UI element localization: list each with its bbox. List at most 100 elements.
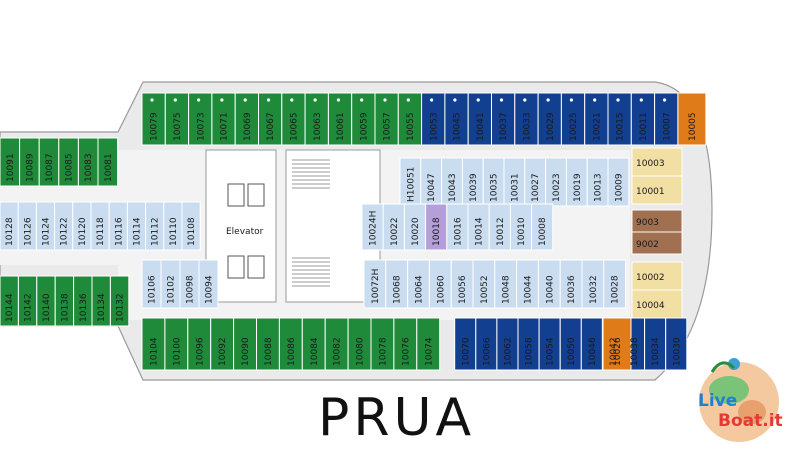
cabin-number: 10066 <box>482 337 492 366</box>
cabin-number: 10042 <box>609 337 619 366</box>
cabin-number: 10022 <box>390 217 400 246</box>
berth-icon <box>523 98 527 102</box>
cabin-number: 10124 <box>42 217 52 246</box>
cabin-number: 10024H <box>369 211 379 246</box>
cabin-number: 10071 <box>220 112 230 141</box>
cabin-10005 <box>677 92 707 146</box>
cabin-number: 10040 <box>545 275 555 304</box>
suite-10003 <box>631 147 683 177</box>
cabin-number: 10046 <box>588 337 598 366</box>
berth-icon <box>173 98 177 102</box>
berth-icon <box>406 98 410 102</box>
berth-icon <box>499 98 504 102</box>
cabin-number: 10012 <box>496 217 506 246</box>
cabin-number: 10034 <box>651 337 661 366</box>
cabin-number: 10122 <box>60 217 70 246</box>
cabin-10028 <box>603 259 627 309</box>
suite-number: 10001 <box>636 187 665 197</box>
cabin-number: 10045 <box>453 112 463 141</box>
cabin-number: 10080 <box>356 337 366 366</box>
berth-icon <box>360 98 364 102</box>
cabin-number: 10037 <box>499 112 509 141</box>
berth-icon <box>593 98 597 102</box>
cabin-number: 10015 <box>616 112 626 141</box>
cabin-number: 10075 <box>173 112 183 141</box>
cabin-number: 10019 <box>573 173 583 202</box>
cabin-number: 10058 <box>525 337 535 366</box>
cabin-number: 10064 <box>415 275 425 304</box>
cabin-number: 10053 <box>429 112 439 141</box>
cabin-number: 10136 <box>79 293 89 322</box>
cabin-10008 <box>531 203 554 251</box>
cabin-number: 10087 <box>45 153 55 182</box>
cabin-number: 10116 <box>114 217 124 246</box>
elevator-box <box>247 255 265 279</box>
cabin-number: 10104 <box>149 337 159 366</box>
cabin-number: 10144 <box>5 293 15 322</box>
cabin-number: 10039 <box>469 173 479 202</box>
cabin-10094 <box>198 259 219 309</box>
suite-number: 10003 <box>636 159 665 169</box>
cabin-number: 10030 <box>672 337 682 366</box>
berth-icon <box>663 98 667 102</box>
suite-number: 9002 <box>636 240 659 250</box>
svg-text:Boat.it: Boat.it <box>718 411 783 431</box>
cabin-number: 10068 <box>393 275 403 304</box>
suite-10002 <box>631 261 683 291</box>
cabin-number: 10057 <box>383 112 393 141</box>
berth-icon <box>197 98 201 102</box>
cabin-number: 10110 <box>169 217 179 246</box>
cabin-number: 10082 <box>333 337 343 366</box>
berth-icon <box>383 98 387 102</box>
cabin-number: 10073 <box>196 112 206 141</box>
cabin-number: 10134 <box>97 293 107 322</box>
cabin-number: 10063 <box>313 112 323 141</box>
cabin-number: 10018 <box>432 217 442 246</box>
cabin-number: 10008 <box>538 217 548 246</box>
cabin-10132 <box>109 275 130 327</box>
elevator-box <box>227 183 245 207</box>
cabin-number: 10098 <box>186 275 196 304</box>
suite-10001 <box>631 175 683 205</box>
cabin-number: 10102 <box>167 275 177 304</box>
berth-icon <box>546 98 550 102</box>
cabin-number: 10062 <box>503 337 513 366</box>
berth-icon <box>220 98 224 102</box>
berth-icon <box>569 98 574 102</box>
cabin-number: 10041 <box>476 112 486 141</box>
cabin-10026 <box>602 317 632 371</box>
cabin-number: 10086 <box>287 337 297 366</box>
cabin-number: 10083 <box>84 153 94 182</box>
cabin-10108 <box>181 201 201 251</box>
cabin-number: 10029 <box>546 112 556 141</box>
cabin-number: 10036 <box>567 275 577 304</box>
cabin-number: 10028 <box>611 275 621 304</box>
cabin-number: 10016 <box>453 217 463 246</box>
suite-9002 <box>631 231 683 255</box>
cabin-10074 <box>416 317 441 371</box>
cabin-number: 10020 <box>411 217 421 246</box>
cabin-number: 10038 <box>630 337 640 366</box>
berth-icon <box>453 98 457 102</box>
berth-icon <box>336 98 340 102</box>
cabin-number: 10048 <box>502 275 512 304</box>
berth-icon <box>430 98 434 102</box>
cabin-number: 10021 <box>592 112 602 141</box>
cabin-number: 10076 <box>401 337 411 366</box>
cabin-number: 10027 <box>531 173 541 202</box>
cabin-number: 10091 <box>6 153 16 182</box>
cabin-number: 10005 <box>688 112 698 141</box>
cabin-number: 10094 <box>205 275 215 304</box>
suite-number: 10002 <box>636 273 665 283</box>
cabin-10009 <box>607 157 630 207</box>
cabin-number: 10047 <box>427 173 437 202</box>
cabin-number: 10132 <box>116 293 126 322</box>
elevator-box <box>247 183 265 207</box>
cabin-number: 10055 <box>406 112 416 141</box>
cabin-number: 10060 <box>436 275 446 304</box>
cabin-number: 10079 <box>150 112 160 141</box>
suite-number: 9003 <box>636 218 659 228</box>
cabin-number: 10054 <box>546 337 556 366</box>
cabin-number: 10031 <box>510 173 520 202</box>
